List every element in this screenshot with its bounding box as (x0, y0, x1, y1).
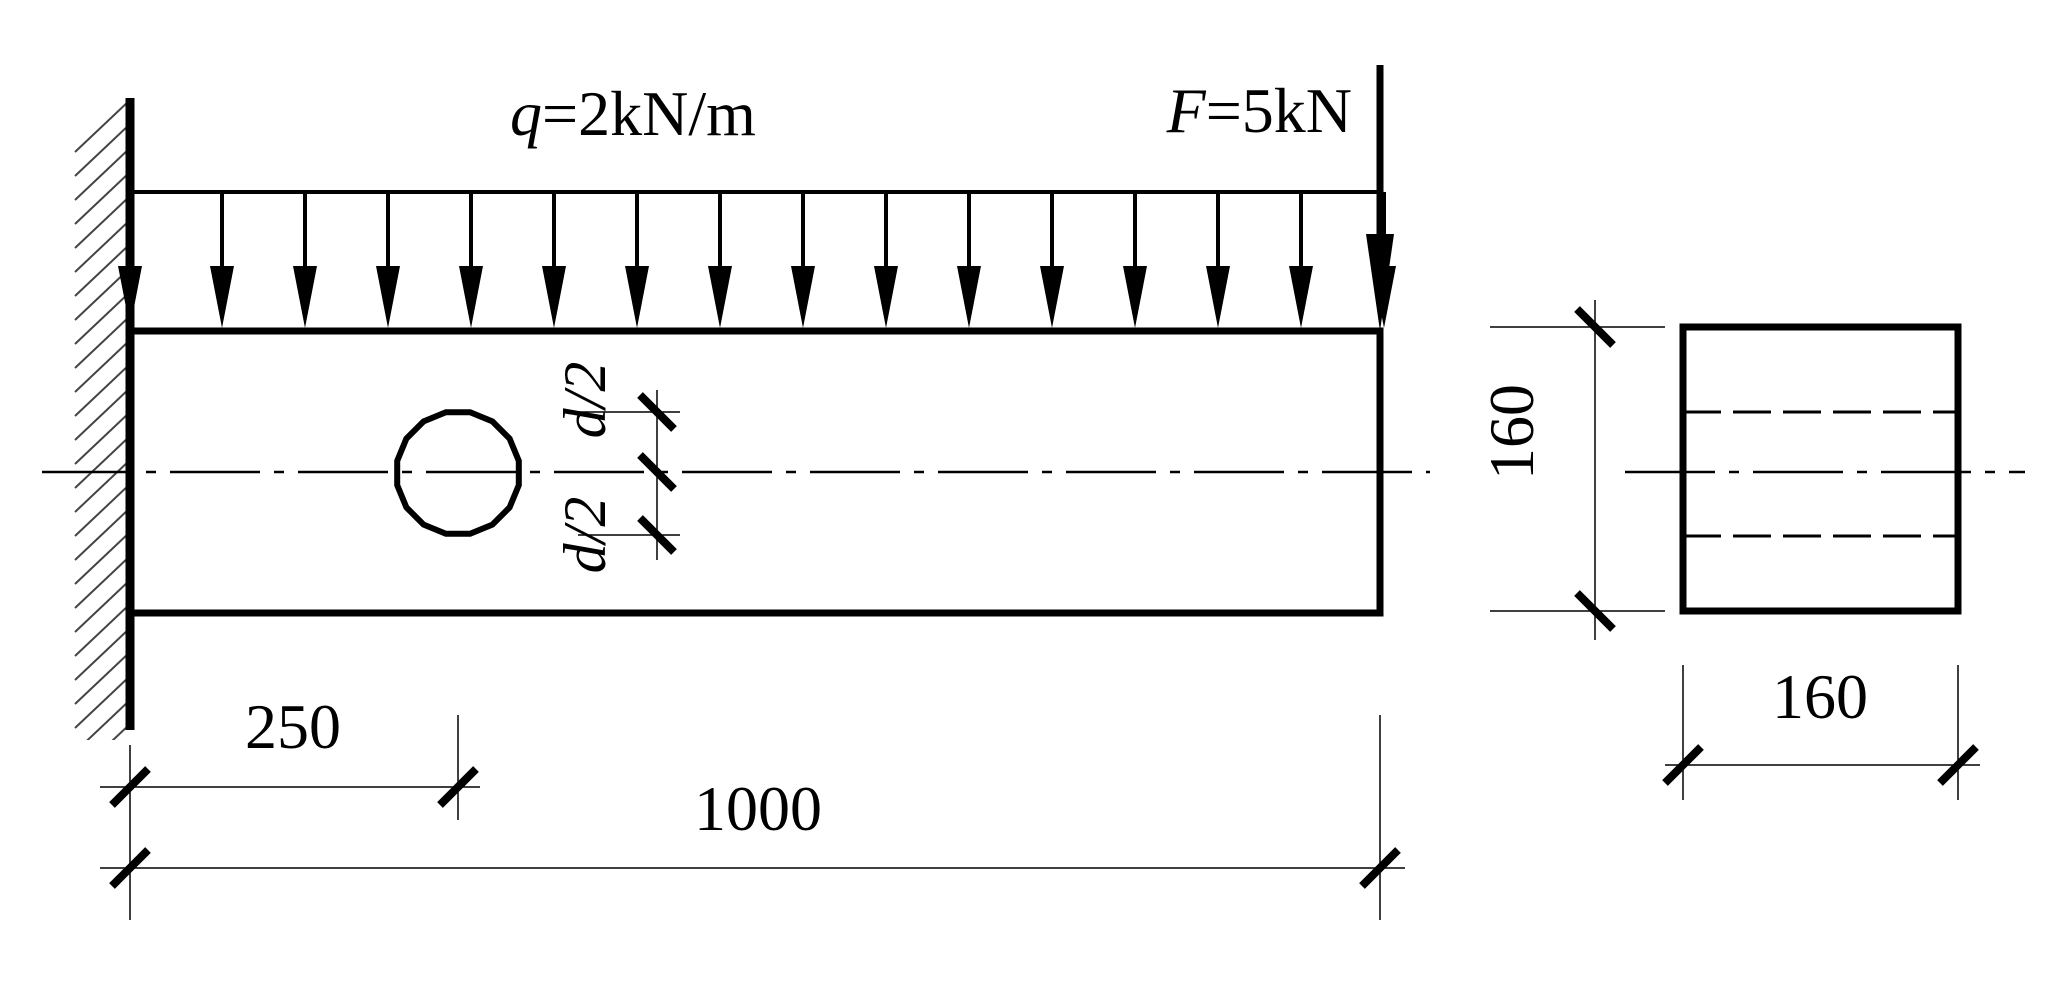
hatch-line (86, 699, 130, 740)
load-arrow (1040, 192, 1064, 328)
hatch-line (74, 123, 130, 177)
hatch-line (74, 315, 130, 369)
hatch-line (74, 291, 130, 345)
hole-upper-label: d/2 (552, 362, 618, 439)
fixed-wall-support (74, 98, 135, 740)
load-arrow (625, 192, 649, 328)
hatch-line (74, 100, 130, 153)
tick-mark (637, 515, 677, 555)
load-arrow (293, 192, 317, 328)
load-arrow (459, 192, 483, 328)
hatch-line (111, 723, 130, 740)
load-arrow (1123, 192, 1147, 328)
hatch-line (74, 339, 130, 393)
load-arrow (957, 192, 981, 328)
tick-mark (1574, 306, 1616, 348)
hatch-line (74, 675, 130, 729)
section-height-dimension: 160 (1476, 384, 1547, 480)
hatch-line (74, 459, 130, 513)
load-arrow (542, 192, 566, 328)
point-load-label: F=5kN (1166, 75, 1352, 146)
hatch-line (74, 387, 130, 441)
hatch-line (74, 579, 130, 633)
cross-section (1625, 323, 2025, 615)
hatch-line (74, 363, 130, 417)
hatch-line (74, 555, 130, 609)
tick-mark (1359, 847, 1401, 889)
beam-length-dimension: 1000 (694, 773, 822, 844)
section-outline (1679, 323, 1962, 615)
hatch-line (74, 651, 130, 705)
load-arrow (874, 192, 898, 328)
tick-mark (1662, 744, 1704, 786)
load-arrow (791, 192, 815, 328)
section-dimensions (1490, 300, 1980, 800)
hole-lower-label: d/2 (552, 497, 618, 574)
load-arrow (708, 192, 732, 328)
distributed-load-label: q=2kN/m (510, 78, 756, 149)
hatch-line (74, 147, 130, 201)
hatch-line (74, 243, 130, 297)
wall-hatching (74, 100, 130, 740)
tick-mark (437, 766, 479, 808)
tick-mark (637, 452, 677, 492)
tick-mark (109, 847, 151, 889)
hole-dimension (578, 390, 680, 560)
hatch-line (74, 435, 130, 489)
tick-mark (109, 766, 151, 808)
hatch-line (74, 507, 130, 561)
load-arrow (118, 192, 142, 328)
tick-mark (1574, 590, 1616, 632)
hatch-line (74, 195, 130, 249)
section-width-dimension: 160 (1772, 661, 1868, 732)
hole-position-dimension: 250 (245, 691, 341, 762)
tick-mark (637, 392, 677, 432)
hatch-line (74, 411, 130, 465)
circular-hole (394, 409, 522, 537)
hatch-line (74, 219, 130, 273)
hatch-line (74, 171, 130, 225)
hatch-line (74, 483, 130, 537)
hatch-line (74, 603, 130, 657)
point-load-arrow (1366, 65, 1394, 331)
distributed-load (118, 190, 1396, 328)
hatch-line (74, 627, 130, 681)
load-arrow (1289, 192, 1313, 328)
tick-mark (1937, 744, 1979, 786)
load-arrow (1206, 192, 1230, 328)
load-arrow (210, 192, 234, 328)
load-arrow (376, 192, 400, 328)
length-dimensions (100, 715, 1405, 920)
hatch-line (74, 531, 130, 585)
load-arrows (118, 192, 1396, 328)
